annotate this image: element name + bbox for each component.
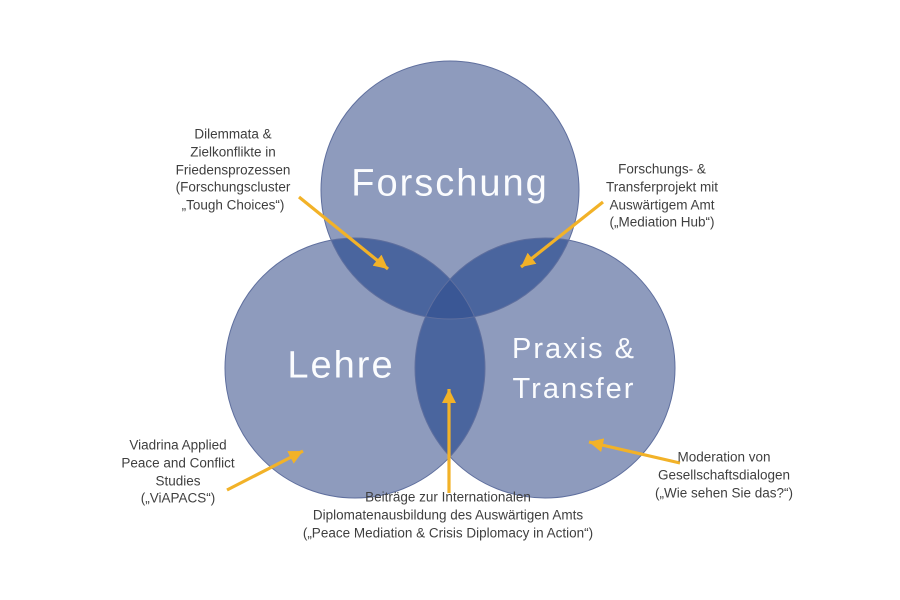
arrow-viapacs bbox=[226, 449, 304, 492]
venn-circles bbox=[224, 60, 676, 499]
circle-lehre-outline bbox=[224, 237, 486, 499]
arrow-tough-choices bbox=[297, 195, 390, 271]
overlap-forschung-praxis bbox=[415, 238, 579, 319]
arrow-gesellschaftsdialoge bbox=[588, 438, 681, 465]
circle-praxis-transfer-outline bbox=[414, 237, 676, 499]
circle-forschung-outline bbox=[320, 60, 580, 320]
overlap-forschung-lehre bbox=[321, 238, 485, 319]
arrow-mediation-hub bbox=[520, 200, 604, 269]
annotation-arrows bbox=[226, 195, 681, 493]
